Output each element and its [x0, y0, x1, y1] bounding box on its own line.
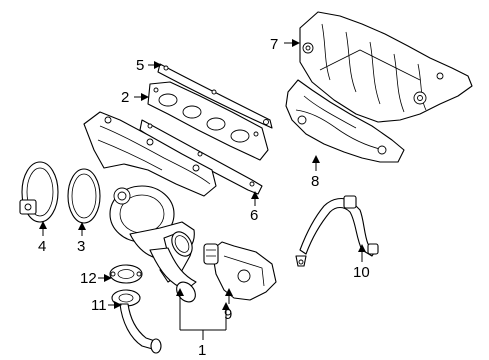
callout-1: 1 [198, 342, 206, 359]
part-actuator [203, 241, 277, 301]
mount-hole [297, 115, 307, 125]
port-hole [230, 129, 250, 143]
callout-11: 11 [91, 297, 107, 314]
mount-hole [305, 45, 311, 51]
part-small-gasket [109, 264, 143, 284]
callout-9: 9 [224, 306, 232, 323]
mount-hole [253, 131, 259, 137]
clamp-bolt [24, 203, 32, 211]
mount-hole [249, 181, 255, 187]
callout-2: 2 [121, 89, 129, 106]
mount-hole [377, 145, 387, 155]
mount-hole [147, 123, 153, 129]
mount-hole [146, 138, 154, 146]
part-oil-return-pipe [111, 289, 162, 354]
part-heat-shield-upper [299, 11, 473, 123]
callout-7: 7 [270, 36, 278, 53]
part-gasket-upper [157, 63, 273, 129]
mount-hole [104, 116, 112, 124]
actuator-port [237, 269, 251, 283]
callout-10: 10 [353, 264, 370, 281]
callout-8: 8 [311, 173, 319, 190]
part-gasket-ring [67, 168, 101, 224]
callout-6: 6 [250, 207, 258, 224]
callout-5: 5 [136, 57, 144, 74]
callout-12: 12 [80, 270, 97, 287]
mount-hole [163, 65, 169, 71]
mount-hole [417, 95, 423, 101]
leader-lines [39, 39, 366, 340]
callout-3: 3 [77, 238, 85, 255]
mount-hole [110, 271, 116, 277]
part-v-band-clamp [19, 161, 59, 223]
callout-labels: 7 5 2 8 6 4 3 10 12 11 9 1 [38, 36, 370, 359]
mount-hole [136, 271, 142, 277]
mount-hole [436, 72, 444, 80]
port-hole [182, 105, 202, 119]
mount-hole [197, 151, 203, 157]
port-hole [206, 117, 226, 131]
part-coolant-line [295, 195, 379, 267]
part-turbo-assembly [83, 111, 217, 303]
callout-4: 4 [38, 238, 46, 255]
mount-hole [211, 89, 217, 95]
mount-hole [192, 164, 200, 172]
part-manifold-gasket [147, 81, 269, 161]
mount-hole [263, 119, 269, 125]
port-hole [158, 93, 178, 107]
part-heat-shield-lower [285, 79, 405, 163]
wastegate-flange [117, 191, 127, 201]
banjo-bolt [298, 259, 304, 265]
mount-hole [153, 87, 159, 93]
